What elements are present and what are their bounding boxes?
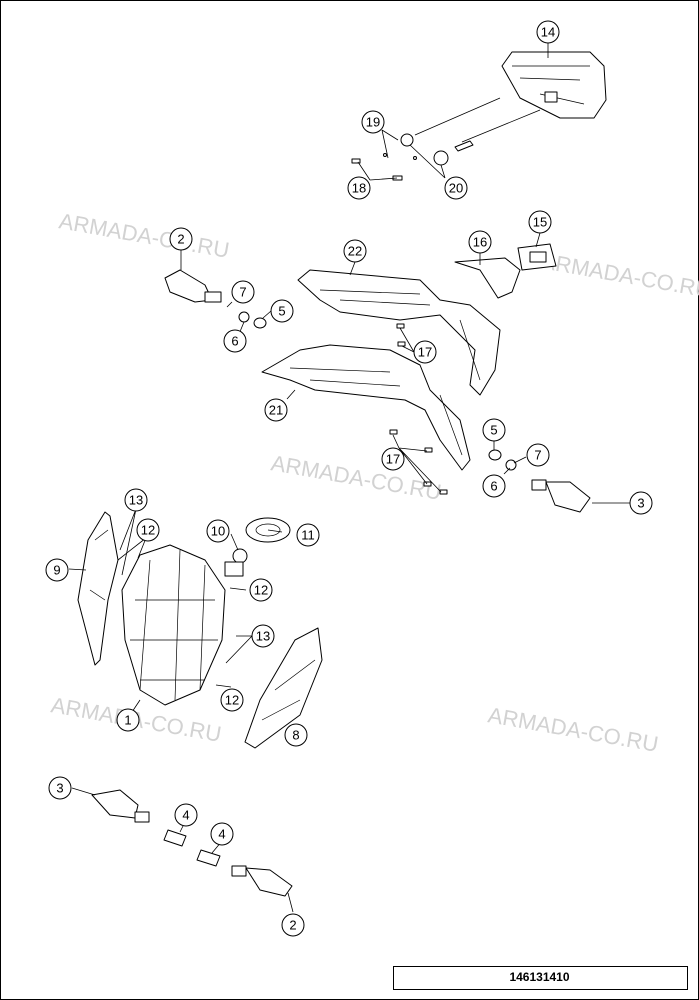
svg-text:4: 4 (218, 827, 225, 842)
sleeves-drawing (163, 829, 221, 867)
svg-text:3: 3 (56, 781, 63, 796)
svg-text:12: 12 (141, 523, 155, 538)
lower-frame-drawing (261, 344, 471, 471)
svg-text:13: 13 (129, 493, 143, 508)
callout-21: 21 (264, 398, 288, 422)
part-number: 146131410 (509, 970, 570, 984)
callout-3: 3 (48, 776, 72, 800)
callout-4: 4 (210, 822, 234, 846)
watermark: ARMADA-CO.RU (486, 702, 660, 757)
svg-text:7: 7 (239, 285, 246, 300)
svg-text:22: 22 (348, 244, 362, 259)
callout-6: 6 (223, 329, 247, 353)
svg-text:5: 5 (490, 423, 497, 438)
svg-text:2: 2 (289, 918, 296, 933)
svg-text:5: 5 (278, 304, 285, 319)
svg-text:6: 6 (231, 334, 238, 349)
callout-2: 2 (169, 227, 193, 251)
watermark: ARMADA-CO.RU (57, 208, 231, 263)
svg-text:14: 14 (541, 25, 555, 40)
svg-text:19: 19 (366, 115, 380, 130)
callout-9: 9 (45, 558, 69, 582)
svg-text:15: 15 (533, 215, 547, 230)
tail-light-drawing (414, 51, 607, 143)
svg-text:12: 12 (225, 693, 239, 708)
washers-drawing (238, 311, 517, 471)
callouts: 14 19 18 20 2 22 16 15 7 5 6 17 21 5 17 … (45, 20, 653, 937)
svg-text:1: 1 (124, 713, 131, 728)
callout-5: 5 (482, 418, 506, 442)
svg-text:20: 20 (449, 181, 463, 196)
svg-text:18: 18 (352, 181, 366, 196)
right-lens-drawing (244, 627, 323, 749)
part-number-box (393, 966, 688, 990)
turn-signal-front-drawing (164, 269, 222, 303)
svg-text:11: 11 (301, 528, 315, 543)
callout-14: 14 (536, 20, 560, 44)
callout-7: 7 (526, 443, 550, 467)
left-shield-drawing (77, 511, 119, 666)
callout-8: 8 (284, 723, 308, 747)
callout-15: 15 (528, 210, 552, 234)
callout-17: 17 (381, 447, 405, 471)
turn-signal-rear-drawing (231, 865, 293, 897)
upper-cover-drawing (297, 269, 501, 396)
watermark: ARMADA-CO.RU (269, 450, 443, 505)
headlight-drawing (121, 544, 226, 706)
turn-signal-left-drawing (91, 789, 150, 823)
turn-signal-right-drawing (531, 479, 591, 513)
svg-text:12: 12 (254, 583, 268, 598)
svg-text:21: 21 (269, 403, 283, 418)
svg-text:17: 17 (418, 345, 432, 360)
svg-text:3: 3 (637, 496, 644, 511)
callout-18: 18 (347, 176, 371, 200)
callout-13: 13 (251, 624, 275, 648)
callout-11: 11 (296, 523, 320, 547)
hardware-small-drawing (351, 133, 474, 181)
callout-13: 13 (124, 488, 148, 512)
callout-2: 2 (281, 913, 305, 937)
callout-12: 12 (136, 518, 160, 542)
svg-text:6: 6 (490, 479, 497, 494)
callout-16: 16 (468, 230, 492, 254)
svg-text:2: 2 (177, 232, 184, 247)
callout-6: 6 (482, 474, 506, 498)
screws-drawing (389, 323, 448, 495)
callout-19: 19 (361, 110, 385, 134)
svg-text:17: 17 (386, 452, 400, 467)
callout-12: 12 (249, 578, 273, 602)
callout-20: 20 (444, 176, 468, 200)
svg-text:4: 4 (182, 808, 189, 823)
bracket-drawing (454, 243, 557, 299)
svg-text:13: 13 (256, 629, 270, 644)
svg-text:10: 10 (211, 524, 225, 539)
svg-text:8: 8 (292, 728, 299, 743)
callout-7: 7 (231, 280, 255, 304)
callout-10: 10 (206, 519, 230, 543)
svg-text:9: 9 (53, 563, 60, 578)
svg-text:16: 16 (473, 235, 487, 250)
callout-12: 12 (220, 688, 244, 712)
bulb-drawing (224, 517, 291, 577)
callout-1: 1 (116, 708, 140, 732)
callout-22: 22 (343, 239, 367, 263)
svg-text:7: 7 (534, 448, 541, 463)
callout-17: 17 (413, 340, 437, 364)
watermark: ARMADA-CO.RU (539, 248, 699, 303)
callout-3: 3 (629, 491, 653, 515)
callout-5: 5 (270, 299, 294, 323)
callout-4: 4 (174, 803, 198, 827)
